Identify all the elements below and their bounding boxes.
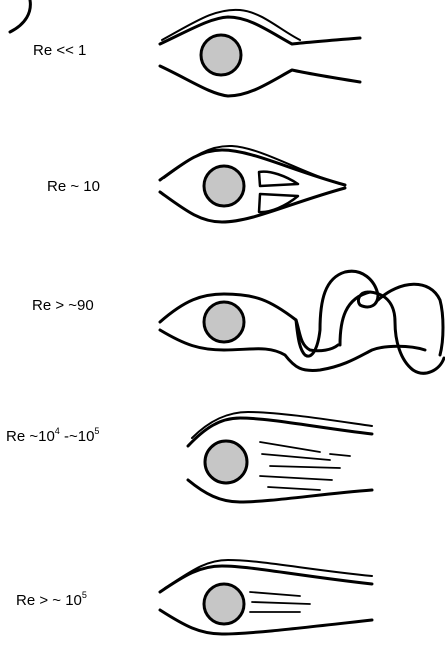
label-regime-5-base: Re > ~ 10 [16, 592, 82, 609]
regime-2-cylinder [204, 166, 244, 206]
regime-5-streamlines [160, 560, 372, 634]
label-regime-3: Re > ~90 [32, 297, 94, 314]
streamline-upper [160, 566, 372, 592]
regime-1-cylinder [201, 35, 241, 75]
regime-4-cylinder [205, 441, 247, 483]
streamline-outer [164, 146, 340, 184]
corner-stroke [10, 0, 30, 32]
regime-5-cylinder [204, 584, 244, 624]
vortex-loop [296, 271, 378, 356]
streamline-lower [160, 330, 425, 370]
label-regime-2: Re ~ 10 [47, 178, 100, 195]
label-regime-4-exp2: 5 [94, 426, 99, 436]
streamline-upper [160, 150, 345, 185]
streamline-outer-upper [165, 560, 372, 588]
regime-1-streamlines [160, 10, 360, 96]
label-regime-5-exp: 5 [82, 590, 87, 600]
regime-4-wake [260, 442, 350, 490]
streamline-lower [160, 610, 372, 634]
streamline-upper [160, 17, 360, 44]
vortex-arc-right [378, 284, 443, 355]
eddy-upper [259, 172, 298, 186]
streamline-lower [160, 66, 360, 96]
label-regime-1: Re << 1 [33, 42, 86, 59]
streamline-lower [188, 480, 372, 502]
regime-3-cylinder [204, 302, 244, 342]
label-regime-4-base: Re ~10 [6, 428, 55, 445]
vortex-loop-2 [340, 292, 444, 373]
regime-2-streamlines [160, 146, 345, 222]
regime-5-wake [250, 592, 310, 612]
label-regime-5: Re > ~ 105 [16, 590, 87, 609]
streamline-outer-upper [192, 412, 372, 438]
label-regime-4: Re ~104 -~105 [6, 426, 99, 445]
streamline-lower [160, 188, 345, 222]
label-regime-4-mid: -~10 [60, 428, 95, 445]
